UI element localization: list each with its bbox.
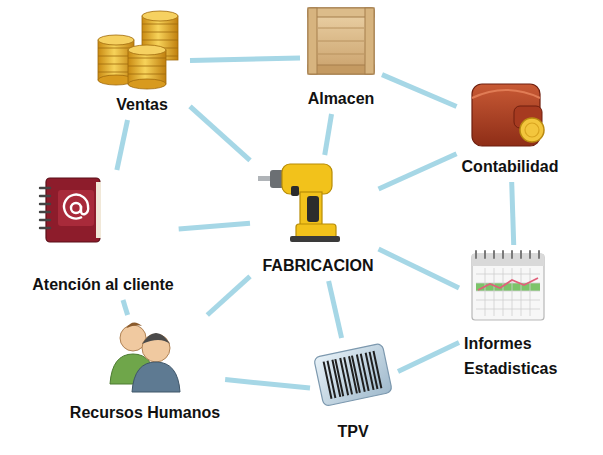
connector-line (512, 182, 514, 245)
connector-line (117, 120, 128, 170)
connector-line (382, 75, 457, 107)
connector-line (325, 114, 332, 155)
calendar-icon (472, 251, 544, 320)
wallet-icon (472, 84, 544, 146)
module-node: Contabilidad (460, 80, 561, 179)
module-label: Ventas (116, 95, 168, 115)
module-node: TPV (313, 341, 395, 444)
coins-icon (98, 11, 178, 89)
connector-line (190, 106, 250, 160)
connector-line (179, 223, 250, 229)
connector-line (379, 154, 457, 189)
drill-icon (258, 164, 340, 242)
module-label: Contabilidad (462, 157, 559, 177)
connector-line (123, 300, 128, 315)
module-node: Ventas (93, 6, 187, 117)
module-label: Almacen (308, 89, 375, 109)
module-node: FABRICACION (253, 158, 376, 278)
crate-icon (308, 8, 374, 74)
module-node: Atención al cliente (30, 173, 175, 297)
connector-line (379, 249, 459, 288)
connector-line (398, 343, 459, 372)
module-label: Informes Estadisticas (464, 331, 568, 381)
people-icon (110, 322, 180, 392)
connector-line (225, 380, 310, 389)
connector-line (207, 276, 250, 315)
module-node: Recursos Humanos (68, 318, 222, 425)
module-node: Informes Estadisticas (462, 248, 570, 383)
address-book-icon (40, 178, 101, 242)
barcode-icon (314, 343, 393, 406)
module-label: Atención al cliente (32, 275, 173, 295)
connector-line (329, 281, 342, 338)
module-node: Almacen (303, 3, 379, 111)
connector-line (190, 58, 300, 60)
module-label: FABRICACION (262, 256, 373, 276)
module-label: TPV (337, 422, 368, 442)
module-label: Recursos Humanos (70, 403, 220, 423)
